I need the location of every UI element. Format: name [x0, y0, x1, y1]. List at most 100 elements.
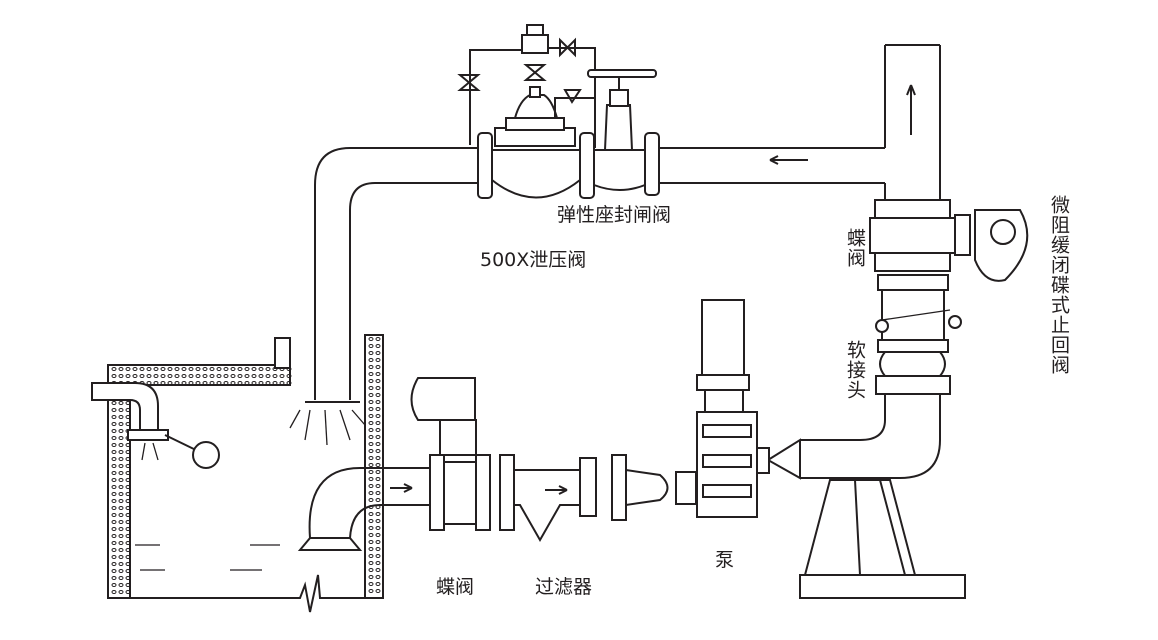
- concrete-dot: [195, 374, 201, 378]
- concrete-dot: [375, 554, 381, 558]
- concrete-dot: [111, 548, 117, 552]
- concrete-dot: [368, 582, 374, 586]
- concrete-dot: [125, 548, 131, 552]
- concrete-dot: [230, 374, 236, 378]
- concrete-dot: [118, 415, 124, 419]
- concrete-dot: [368, 421, 374, 425]
- discharge-pipe: [289, 147, 885, 446]
- concrete-dot: [368, 470, 374, 474]
- concrete-dot: [146, 367, 152, 371]
- concrete-dot: [368, 547, 374, 551]
- concrete-dot: [368, 407, 374, 411]
- concrete-dot: [132, 374, 138, 378]
- concrete-dot: [230, 381, 236, 385]
- concrete-dot: [368, 344, 374, 348]
- concrete-dot: [368, 351, 374, 355]
- concrete-dot: [209, 367, 215, 371]
- concrete-dot: [368, 393, 374, 397]
- concrete-dot: [118, 590, 124, 594]
- concrete-dot: [174, 367, 180, 371]
- concrete-dot: [167, 367, 173, 371]
- concrete-dot: [368, 337, 374, 341]
- concrete-dot: [118, 436, 124, 440]
- concrete-dot: [118, 569, 124, 573]
- concrete-dot: [153, 381, 159, 385]
- concrete-dot: [118, 401, 124, 405]
- concrete-dot: [111, 590, 117, 594]
- concrete-dot: [375, 526, 381, 530]
- concrete-dot: [125, 415, 131, 419]
- concrete-dot: [209, 381, 215, 385]
- concrete-dot: [368, 498, 374, 502]
- concrete-dot: [118, 367, 124, 371]
- concrete-dot: [118, 583, 124, 587]
- concrete-dot: [258, 367, 264, 371]
- concrete-dot: [286, 367, 292, 371]
- concrete-dot: [132, 367, 138, 371]
- concrete-dot: [368, 491, 374, 495]
- pump-label: 泵: [715, 549, 735, 571]
- concrete-dot: [368, 519, 374, 523]
- concrete-dot: [216, 367, 222, 371]
- concrete-dot: [125, 401, 131, 405]
- concrete-dot: [111, 541, 117, 545]
- pump-drawing: [675, 299, 801, 518]
- concrete-dot: [125, 367, 131, 371]
- concrete-dot: [251, 374, 257, 378]
- concrete-dot: [368, 449, 374, 453]
- concrete-dot: [118, 562, 124, 566]
- concrete-dot: [272, 367, 278, 371]
- concrete-dot: [237, 367, 243, 371]
- relief-valve-label: 500X泄压阀: [480, 249, 587, 271]
- concrete-dot: [125, 569, 131, 573]
- concrete-dot: [111, 367, 117, 371]
- concrete-dot: [125, 457, 131, 461]
- concrete-dot: [368, 463, 374, 467]
- concrete-dot: [368, 526, 374, 530]
- concrete-dot: [118, 485, 124, 489]
- concrete-dot: [195, 381, 201, 385]
- concrete-dot: [111, 471, 117, 475]
- concrete-dot: [125, 576, 131, 580]
- concrete-dot: [272, 374, 278, 378]
- concrete-dot: [202, 374, 208, 378]
- concrete-dot: [368, 568, 374, 572]
- concrete-dot: [118, 506, 124, 510]
- concrete-dot: [368, 575, 374, 579]
- concrete-dot: [118, 520, 124, 524]
- concrete-dot: [279, 367, 285, 371]
- concrete-dot: [223, 367, 229, 371]
- concrete-dot: [375, 484, 381, 488]
- concrete-dot: [237, 381, 243, 385]
- concrete-dot: [153, 374, 159, 378]
- butterfly-valve-right-label: 蝶阀: [844, 228, 866, 268]
- concrete-dot: [202, 381, 208, 385]
- concrete-dot: [118, 471, 124, 475]
- concrete-dot: [118, 513, 124, 517]
- concrete-dot: [111, 464, 117, 468]
- float-valve: [91, 382, 220, 469]
- suction-pipe: [297, 377, 669, 551]
- concrete-dot: [265, 381, 271, 385]
- concrete-dot: [375, 414, 381, 418]
- concrete-dot: [111, 513, 117, 517]
- concrete-dot: [202, 367, 208, 371]
- concrete-dot: [286, 374, 292, 378]
- concrete-dot: [244, 374, 250, 378]
- concrete-dot: [125, 408, 131, 412]
- concrete-dot: [375, 435, 381, 439]
- concrete-dot: [111, 506, 117, 510]
- concrete-dot: [111, 569, 117, 573]
- concrete-dot: [375, 470, 381, 474]
- check-valve-label: 微阻缓闭碟式止回阀: [1048, 195, 1070, 375]
- concrete-dot: [125, 485, 131, 489]
- concrete-dot: [375, 589, 381, 593]
- concrete-dot: [188, 367, 194, 371]
- concrete-dot: [375, 421, 381, 425]
- concrete-dot: [195, 367, 201, 371]
- concrete-dot: [111, 527, 117, 531]
- concrete-dot: [118, 541, 124, 545]
- concrete-dot: [167, 374, 173, 378]
- concrete-dot: [251, 367, 257, 371]
- concrete-dot: [368, 533, 374, 537]
